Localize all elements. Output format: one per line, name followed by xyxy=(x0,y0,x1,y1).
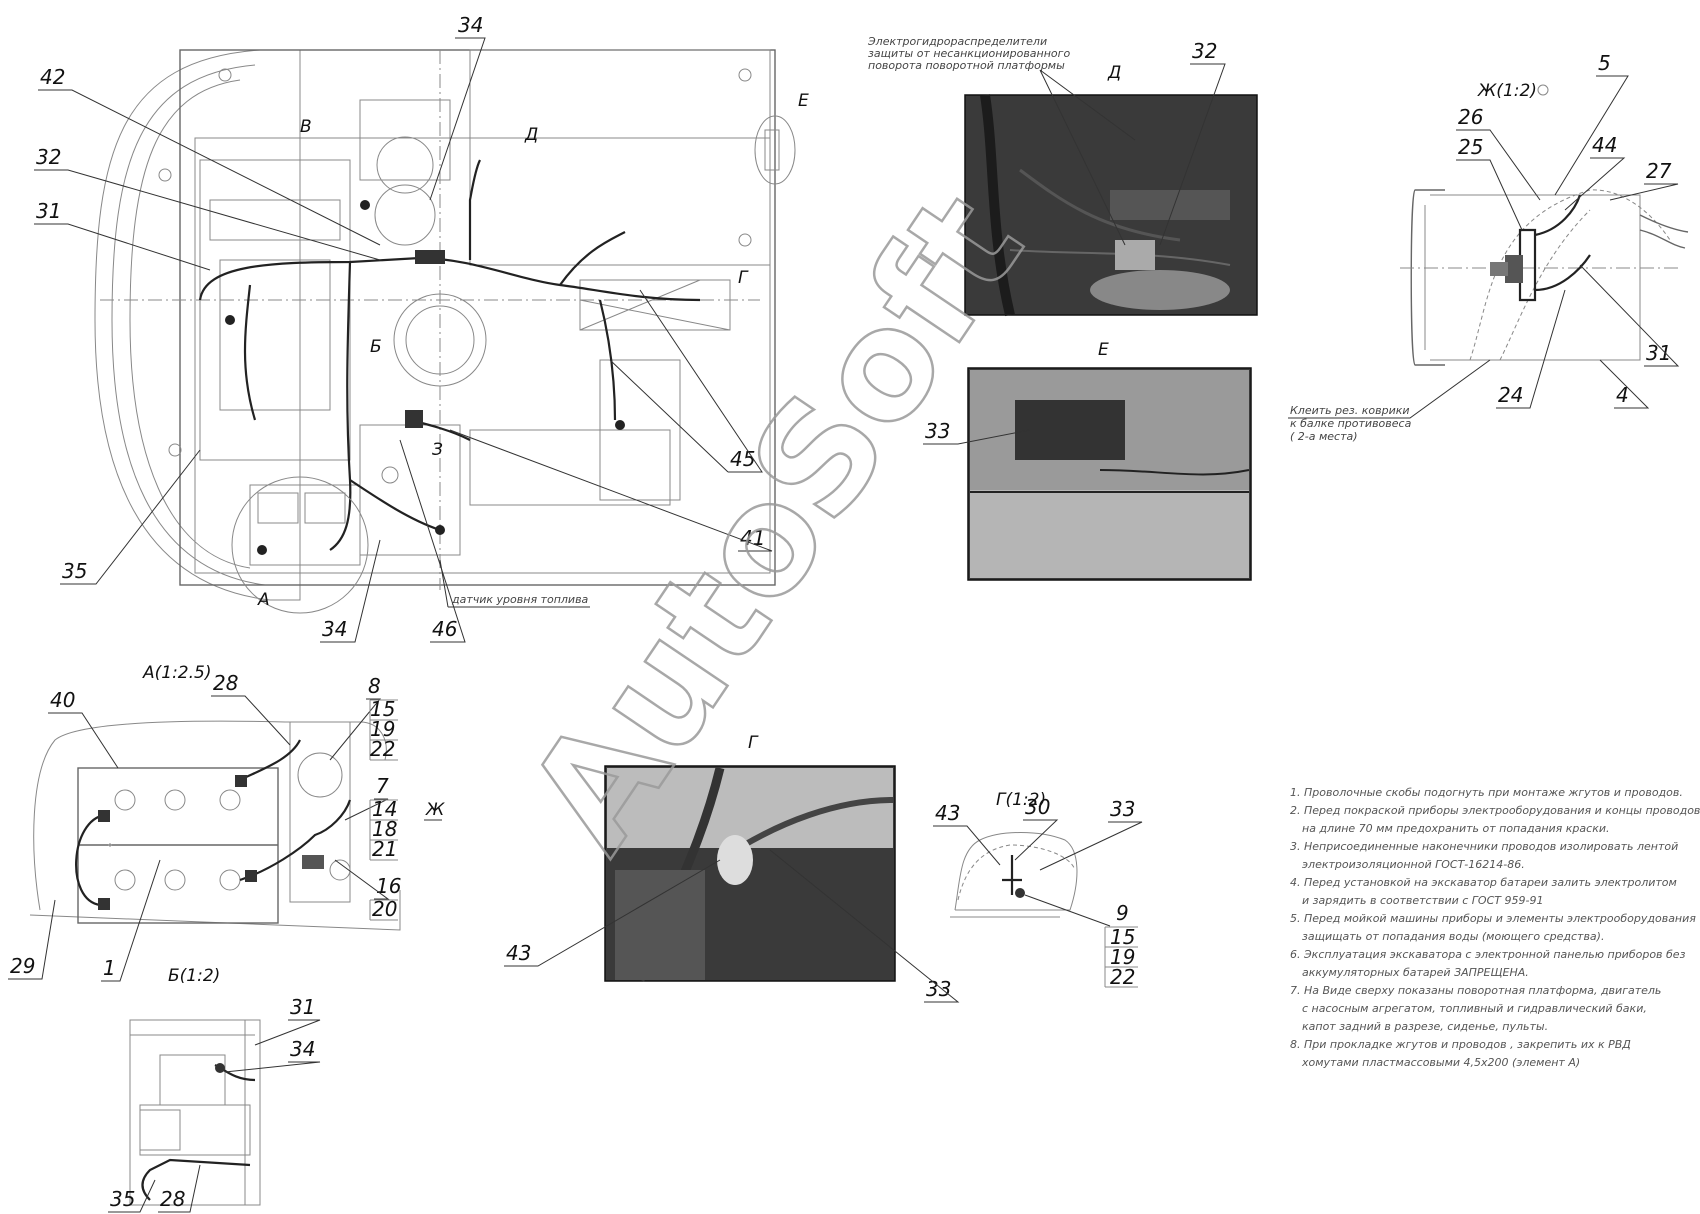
callout-a-22: 22 xyxy=(370,737,395,761)
caption-distributors-line3: поворота поворотной платформы xyxy=(868,59,1065,72)
main-label-g: Г xyxy=(738,268,749,288)
note-line-14: капот задний в разрезе, сиденье, пульты. xyxy=(1302,1020,1548,1033)
callout-g-30: 30 xyxy=(1025,795,1050,819)
callout-zh-24: 24 xyxy=(1498,383,1523,407)
callout-zh-4: 4 xyxy=(1616,383,1629,407)
callout-a-19: 19 xyxy=(370,717,395,741)
caption-mat-line2: к балке противовеса xyxy=(1290,417,1412,430)
callout-zh-31: 31 xyxy=(1646,341,1671,365)
main-label-z: З xyxy=(432,440,443,460)
caption-distributors-line1: Электрогидрораспределители xyxy=(867,35,1047,48)
callout-photo-d-32: 32 xyxy=(1192,39,1217,63)
callout-a-28: 28 xyxy=(213,671,238,695)
caption-mat-line3: ( 2-а места) xyxy=(1290,430,1358,443)
caption-fuel-sensor: датчик уровня топлива xyxy=(451,593,589,606)
callout-main-46: 46 xyxy=(432,617,457,641)
callout-b-28: 28 xyxy=(160,1187,185,1211)
callout-g-43: 43 xyxy=(935,801,960,825)
note-line-7: и зарядить в соответствии с ГОСТ 959-91 xyxy=(1302,894,1543,907)
callout-a-1: 1 xyxy=(103,956,116,980)
note-line-13: с насосным агрегатом, топливный и гидрав… xyxy=(1302,1002,1647,1015)
callout-main-35: 35 xyxy=(62,559,87,583)
caption-distributors-line2: защиты от несанкционированного xyxy=(868,47,1070,60)
view-a: А(1:2.5) 40 28 8 15 19 22 7 14 18 xyxy=(8,663,445,982)
callout-photo-g-43: 43 xyxy=(506,941,531,965)
callout-b-34: 34 xyxy=(290,1037,315,1061)
note-line-1: 1. Проволочные скобы подогнуть при монта… xyxy=(1290,786,1683,799)
view-zh-title: Ж(1:2) xyxy=(1477,81,1537,101)
callout-a-8: 8 xyxy=(368,674,381,698)
note-line-8: 5. Перед мойкой машины приборы и элемент… xyxy=(1290,912,1696,925)
callout-g-33: 33 xyxy=(1110,797,1135,821)
main-label-e: Е xyxy=(798,91,809,111)
callout-a-7: 7 xyxy=(376,774,389,798)
callout-a-16: 16 xyxy=(376,874,401,898)
view-g: Г(1:2) 43 30 33 9 15 19 22 xyxy=(933,790,1143,989)
caption-mat-line1: Клеить рез. коврики xyxy=(1290,404,1410,417)
note-line-9: защищать от попадания воды (моющего сред… xyxy=(1302,930,1604,943)
callout-main-45: 45 xyxy=(730,447,755,471)
callout-g-19: 19 xyxy=(1110,945,1135,969)
callout-zh-44: 44 xyxy=(1592,133,1617,157)
photo-g: Г 43 33 xyxy=(504,733,960,1003)
photo-e: Е 33 xyxy=(923,340,1252,581)
callout-zh-25: 25 xyxy=(1458,135,1483,159)
view-b-title: Б(1:2) xyxy=(168,966,220,986)
technical-notes: 1. Проволочные скобы подогнуть при монта… xyxy=(1290,786,1700,1069)
view-a-zh-mark: Ж xyxy=(425,800,445,820)
callout-main-34-top: 34 xyxy=(458,13,483,37)
callout-a-15: 15 xyxy=(370,697,395,721)
note-line-16: хомутами пластмассовыми 4,5х200 (элемент… xyxy=(1301,1056,1580,1069)
photo-g-label: Г xyxy=(748,733,759,753)
callout-photo-g-33: 33 xyxy=(926,977,951,1001)
callout-a-29: 29 xyxy=(10,954,35,978)
main-label-v: В xyxy=(300,117,312,137)
view-b: Б(1:2) 31 34 35 28 xyxy=(108,966,321,1213)
note-line-3: на длине 70 мм предохранить от попадания… xyxy=(1302,822,1610,835)
view-a-title: А(1:2.5) xyxy=(142,663,211,683)
view-g-title: Г(1:2) xyxy=(996,790,1046,810)
note-line-10: 6. Эксплуатация экскаватора с электронно… xyxy=(1290,948,1686,961)
photo-d: Электрогидрораспределители защиты от нес… xyxy=(867,35,1258,317)
callout-zh-5: 5 xyxy=(1598,51,1611,75)
callout-a-18: 18 xyxy=(372,817,397,841)
callout-a-40: 40 xyxy=(50,688,75,712)
photo-e-label: Е xyxy=(1098,340,1109,360)
main-label-a: А xyxy=(257,590,270,610)
callout-b-35: 35 xyxy=(110,1187,135,1211)
callout-a-14: 14 xyxy=(372,797,397,821)
note-line-5: электроизоляционной ГОСТ-16214-86. xyxy=(1302,858,1525,871)
callout-a-20: 20 xyxy=(372,897,397,921)
callout-zh-26: 26 xyxy=(1458,105,1483,129)
note-line-2: 2. Перед покраской приборы электрооборуд… xyxy=(1290,804,1700,817)
callout-main-32: 32 xyxy=(36,145,61,169)
photo-d-label: Д xyxy=(1107,63,1121,83)
note-line-11: аккумуляторных батарей ЗАПРЕЩЕНА. xyxy=(1302,966,1529,979)
callout-g-22: 22 xyxy=(1110,965,1135,989)
main-label-d: Д xyxy=(524,125,538,145)
callout-a-21: 21 xyxy=(372,837,397,861)
view-zh: Ж(1:2) 5 26 25 44 27 31 24 4 Клеить рез.… xyxy=(1288,51,1689,443)
callout-main-31: 31 xyxy=(36,199,61,223)
note-line-15: 8. При прокладке жгутов и проводов , зак… xyxy=(1290,1038,1631,1051)
main-top-view: В Д Е Б Г З А 34 42 32 31 35 34 46 41 45… xyxy=(34,13,809,643)
note-line-12: 7. На Виде сверху показаны поворотная пл… xyxy=(1290,984,1661,997)
callout-g-15: 15 xyxy=(1110,925,1135,949)
main-label-b: Б xyxy=(370,337,382,357)
callout-main-34-bottom: 34 xyxy=(322,617,347,641)
callout-b-31: 31 xyxy=(290,995,315,1019)
callout-zh-27: 27 xyxy=(1646,159,1672,183)
callout-g-9: 9 xyxy=(1116,901,1129,925)
callout-photo-e-33: 33 xyxy=(925,419,950,443)
callout-main-41: 41 xyxy=(740,526,765,550)
note-line-6: 4. Перед установкой на экскаватор батаре… xyxy=(1290,876,1677,889)
note-line-4: 3. Неприсоединенные наконечники проводов… xyxy=(1290,840,1678,853)
callout-main-42: 42 xyxy=(40,65,65,89)
